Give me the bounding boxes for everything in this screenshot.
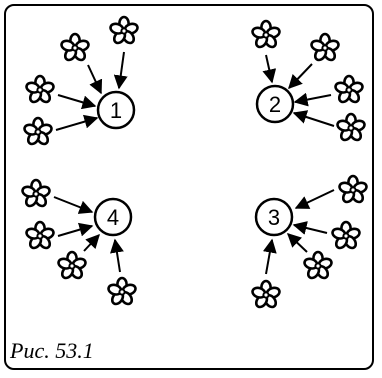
- node-circle-1: [96, 90, 136, 130]
- arrow: [288, 63, 313, 90]
- node-label-3: 3: [268, 205, 280, 230]
- node-circle-3: [254, 197, 294, 237]
- flower-icon: [107, 276, 137, 306]
- arrow: [57, 94, 97, 110]
- node-circle-2: [255, 84, 295, 124]
- flower-center: [36, 86, 44, 94]
- flower-icon: [303, 250, 333, 280]
- flower-center: [120, 27, 128, 35]
- group-1: 1: [23, 15, 139, 146]
- flower-icon: [60, 32, 90, 62]
- flower-center: [71, 44, 79, 52]
- flower-center: [347, 124, 355, 132]
- arrow: [293, 92, 332, 107]
- flower-icon: [21, 178, 51, 208]
- flower-icon: [310, 32, 340, 62]
- arrow: [57, 222, 94, 237]
- figure-caption: Рис. 53.1: [10, 338, 94, 363]
- arrow: [262, 238, 277, 275]
- arrow: [53, 196, 94, 214]
- flower-center: [349, 186, 357, 194]
- node-circle-4: [93, 197, 133, 237]
- flower-icon: [57, 250, 87, 280]
- flower-icon: [336, 112, 366, 142]
- flower-center: [262, 31, 270, 39]
- flower-center: [314, 262, 322, 270]
- arrow: [55, 114, 99, 131]
- flower-icon: [334, 74, 364, 104]
- group-4: 4: [21, 178, 137, 306]
- flower-icon: [251, 19, 281, 49]
- group-3: 3: [251, 174, 368, 309]
- flower-center: [32, 190, 40, 198]
- flower-center: [36, 232, 44, 240]
- node-label-4: 4: [107, 205, 119, 230]
- arrow: [262, 54, 277, 84]
- flower-icon: [109, 15, 139, 45]
- flower-center: [262, 291, 270, 299]
- flower-icon: [23, 116, 53, 146]
- arrow: [87, 64, 103, 95]
- flower-center: [34, 128, 42, 136]
- flower-center: [118, 288, 126, 296]
- flower-center: [68, 262, 76, 270]
- arrow: [292, 221, 328, 235]
- arrow: [292, 110, 335, 127]
- arrow: [113, 51, 128, 90]
- flower-icon: [25, 220, 55, 250]
- flower-center: [345, 86, 353, 94]
- arrow: [294, 189, 335, 209]
- flower-center: [342, 232, 350, 240]
- node-label-1: 1: [110, 98, 122, 123]
- arrow: [286, 233, 308, 253]
- flower-icon: [25, 74, 55, 104]
- arrow: [83, 233, 100, 252]
- flower-center: [321, 44, 329, 52]
- node-label-2: 2: [269, 92, 281, 117]
- flower-icon: [251, 279, 281, 309]
- flower-icon: [338, 174, 368, 204]
- arrow: [110, 238, 124, 273]
- group-2: 2: [251, 19, 366, 142]
- flower-icon: [331, 220, 361, 250]
